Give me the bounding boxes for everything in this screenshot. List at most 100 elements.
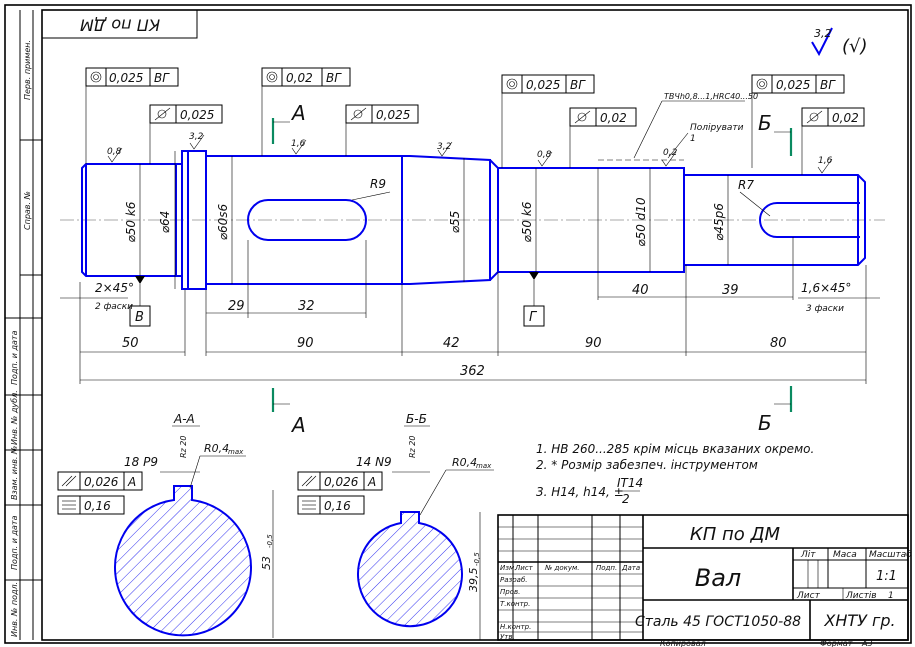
sec-b-radius-note: max bbox=[476, 462, 492, 470]
tb-rh-1: Лист bbox=[514, 564, 534, 572]
sec-a-tol2: 0,16 bbox=[84, 499, 111, 513]
polish-num: 1 bbox=[690, 134, 696, 144]
technical-notes: 1. НВ 260...285 крім місць вказаних окре… bbox=[536, 442, 814, 506]
rough-1: 0,8 bbox=[107, 147, 122, 157]
section-a-a: А-А 18 P9 Rz 20 R0,4 max 53 -0,5 0,026 А… bbox=[57, 412, 274, 638]
tb-rh-4: Дата bbox=[621, 564, 640, 572]
dimension-texts: ⌀50 k6 ⌀64 ⌀60s6 ⌀55 ⌀50 k6 ⌀50 d10 ⌀45p… bbox=[60, 177, 880, 379]
dim-29: 29 bbox=[228, 299, 245, 314]
side-label-6: Подп. и дата bbox=[10, 515, 19, 570]
sec-a-tol1-base: А bbox=[127, 475, 136, 489]
tol-5-base: ВГ bbox=[570, 78, 586, 92]
side-label-5: Взам. инв. № bbox=[10, 446, 19, 500]
sec-b-tol1: 0,026 bbox=[324, 475, 359, 489]
tb-sheets: Листів bbox=[845, 591, 877, 601]
tolerance-frames: 0,025 ВГ 0,025 0,02 ВГ 0,025 0,025 ВГ 0,… bbox=[85, 67, 865, 175]
outer-border bbox=[4, 4, 912, 644]
polish-note: Полірувати bbox=[690, 123, 744, 133]
chamfer-left: 2×45° bbox=[95, 281, 134, 295]
section-mark-a-top: А bbox=[290, 101, 306, 125]
dim-32: 32 bbox=[298, 299, 315, 314]
note-1: 1. НВ 260...285 крім місць вказаних окре… bbox=[536, 442, 814, 456]
rough-4: 3,2 bbox=[437, 142, 452, 152]
base-v: В bbox=[135, 310, 144, 325]
sec-a-radius: R0,4 bbox=[204, 442, 229, 455]
top-stamp-text: КП по ДМ bbox=[80, 16, 160, 35]
inner-frame bbox=[41, 9, 909, 641]
dim-d6: ⌀50 d10 bbox=[634, 197, 648, 247]
base-g: Г bbox=[529, 310, 538, 325]
sec-a-rz: Rz 20 bbox=[179, 436, 188, 458]
dim-39: 39 bbox=[722, 283, 739, 298]
tb-role-4: Н.контр. bbox=[500, 623, 531, 631]
tb-name: Вал bbox=[695, 564, 742, 592]
section-mark-a-bottom: А bbox=[290, 413, 306, 437]
tb-sheet: Лист bbox=[796, 591, 821, 601]
side-label-1: Перв. примен. bbox=[23, 40, 32, 100]
tb-lit: Літ bbox=[800, 550, 816, 560]
sec-b-height-tol: -0,5 bbox=[473, 552, 481, 566]
dim-42: 42 bbox=[443, 336, 460, 351]
corner-roughness-value: 3,2 bbox=[814, 27, 832, 40]
dim-total: 362 bbox=[460, 364, 485, 379]
tol-7-base: ВГ bbox=[820, 78, 836, 92]
side-label-2: Справ. № bbox=[23, 191, 32, 230]
rough-7: 1,6 bbox=[818, 156, 833, 166]
base-markers: В Г bbox=[129, 272, 545, 327]
tb-role-5: Утв. bbox=[500, 633, 515, 641]
tb-scale-val: 1:1 bbox=[876, 569, 897, 584]
sec-a-width: 18 P9 bbox=[124, 455, 158, 469]
dim-d5: ⌀50 k6 bbox=[520, 201, 534, 242]
rough-6: 0,2 bbox=[663, 148, 678, 158]
note-2: 2. * Розмір забезпеч. інструментом bbox=[536, 458, 758, 472]
dim-40: 40 bbox=[632, 283, 649, 298]
dim-50: 50 bbox=[122, 336, 139, 351]
sec-b-tol1-base: А bbox=[367, 475, 376, 489]
sec-b-radius: R0,4 bbox=[452, 456, 477, 469]
sec-a-radius-note: max bbox=[228, 448, 244, 456]
dim-d4: ⌀55 bbox=[448, 211, 462, 234]
corner-roughness: 3,2 (√) bbox=[811, 27, 868, 57]
tol-4: 0,025 bbox=[376, 108, 410, 122]
dim-90b: 90 bbox=[585, 336, 602, 351]
rough-2: 3,2 bbox=[189, 132, 204, 142]
heat-treat-note: ТВЧh0,8...1,HRC40...50 bbox=[664, 92, 758, 101]
tol-6: 0,02 bbox=[600, 111, 627, 125]
title-block: КП по ДМ Вал Сталь 45 ГОСТ1050-88 ХНТУ г… bbox=[497, 514, 912, 641]
tol-2: 0,025 bbox=[180, 108, 214, 122]
radius-r7: R7 bbox=[738, 178, 754, 192]
tb-rh-0: Изм. bbox=[500, 564, 516, 572]
sec-a-height: 53 bbox=[260, 556, 273, 570]
radius-r9: R9 bbox=[370, 177, 386, 191]
tb-scale: Масштаб bbox=[869, 550, 912, 560]
section-markers: А А Б Б bbox=[271, 101, 793, 437]
sec-a-title: А-А bbox=[173, 412, 195, 426]
section-mark-b-top: Б bbox=[758, 111, 772, 135]
sec-b-tol2: 0,16 bbox=[324, 499, 351, 513]
tb-org: ХНТУ гр. bbox=[823, 611, 895, 630]
side-label-7: Инв. № подл. bbox=[10, 582, 19, 637]
rough-3: 1,6 bbox=[291, 139, 306, 149]
tb-project: КП по ДМ bbox=[690, 524, 781, 545]
sec-a-tol1: 0,026 bbox=[84, 475, 119, 489]
tb-sheets-val: 1 bbox=[888, 591, 894, 601]
sec-b-title: Б-Б bbox=[406, 412, 427, 426]
tb-copied: Копировал bbox=[660, 639, 706, 647]
left-strip: Перв. примен. Справ. № Подп. и дата Инв.… bbox=[5, 10, 42, 640]
side-label-3: Подп. и дата bbox=[10, 330, 19, 385]
top-stamp: КП по ДМ bbox=[41, 9, 198, 39]
tol-7: 0,025 bbox=[776, 78, 810, 92]
tb-format: Формат bbox=[820, 639, 853, 647]
dim-d1: ⌀50 k6 bbox=[124, 201, 138, 242]
roughness-marks: 0,8 3,2 1,6 3,2 0,8 0,2 1,6 ТВЧh0,8...1,… bbox=[107, 92, 833, 174]
dimension-lines bbox=[79, 151, 867, 384]
note-3-num: IT14 bbox=[617, 476, 643, 490]
chamfer-right: 1,6×45° bbox=[801, 281, 851, 295]
tb-material: Сталь 45 ГОСТ1050-88 bbox=[635, 614, 801, 630]
dim-90a: 90 bbox=[297, 336, 314, 351]
tol-3-base: ВГ bbox=[326, 71, 342, 85]
side-label-4: Инв. № дубл. bbox=[10, 390, 19, 445]
section-b-b: Б-Б 14 N9 Rz 20 R0,4 max 39,5 -0,5 0,026… bbox=[297, 412, 494, 640]
tol-8: 0,02 bbox=[832, 111, 859, 125]
